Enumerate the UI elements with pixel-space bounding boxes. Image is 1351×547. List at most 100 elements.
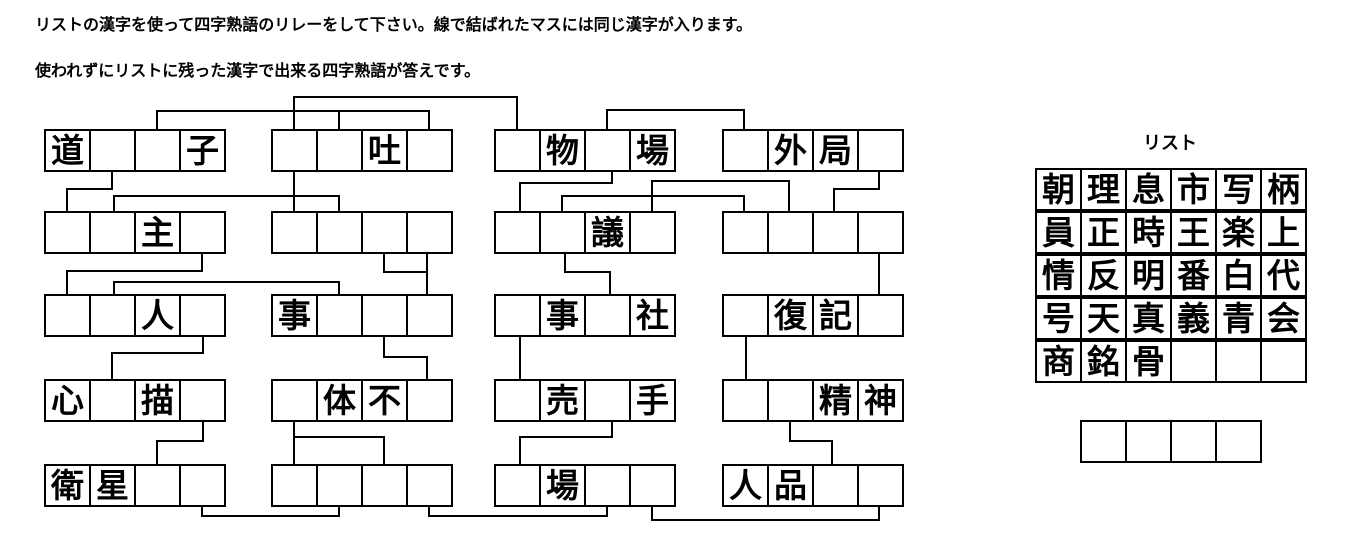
puzzle-cell-r1g1c4[interactable]: 子 <box>179 129 226 172</box>
puzzle-cell-r2g4c3[interactable] <box>812 211 859 254</box>
answer-cell-3[interactable] <box>1170 420 1217 463</box>
puzzle-cell-r4g4c4[interactable]: 神 <box>857 379 904 422</box>
puzzle-cell-r1g3c2[interactable]: 物 <box>539 129 586 172</box>
list-cell-r4c1: 号 <box>1035 297 1082 340</box>
puzzle-cell-r3g4c1[interactable] <box>722 294 769 337</box>
puzzle-cell-r5g1c1[interactable]: 衛 <box>44 464 91 507</box>
puzzle-cell-r4g3c2[interactable]: 売 <box>539 379 586 422</box>
puzzle-cell-r3g3c4[interactable]: 社 <box>629 294 676 337</box>
puzzle-cell-r1g1c1[interactable]: 道 <box>44 129 91 172</box>
puzzle-cell-r3g4c4[interactable] <box>857 294 904 337</box>
puzzle-cell-r1g1c3[interactable] <box>134 129 181 172</box>
puzzle-cell-r2g1c1[interactable] <box>44 211 91 254</box>
puzzle-cell-r3g3c3[interactable] <box>584 294 631 337</box>
puzzle-cell-r4g2c4[interactable] <box>406 379 453 422</box>
puzzle-cell-r2g1c3[interactable]: 主 <box>134 211 181 254</box>
puzzle-cell-r5g4c3[interactable] <box>812 464 859 507</box>
puzzle-cell-r5g3c4[interactable] <box>629 464 676 507</box>
puzzle-cell-r3g4c3[interactable]: 記 <box>812 294 859 337</box>
puzzle-cell-r3g1c1[interactable] <box>44 294 91 337</box>
puzzle-cell-r3g2c3[interactable] <box>361 294 408 337</box>
puzzle-cell-r4g4c2[interactable] <box>767 379 814 422</box>
puzzle-cell-r5g4c1[interactable]: 人 <box>722 464 769 507</box>
answer-cell-2[interactable] <box>1125 420 1172 463</box>
puzzle-cell-r4g4c3[interactable]: 精 <box>812 379 859 422</box>
puzzle-cell-r4g2c2[interactable]: 体 <box>316 379 363 422</box>
puzzle-cell-r3g2c4[interactable] <box>406 294 453 337</box>
puzzle-cell-r5g2c2[interactable] <box>316 464 363 507</box>
puzzle-cell-r4g1c4[interactable] <box>179 379 226 422</box>
puzzle-cell-r4g1c3[interactable]: 描 <box>134 379 181 422</box>
puzzle-cell-r4g1c2[interactable] <box>89 379 136 422</box>
puzzle-cell-r5g3c3[interactable] <box>584 464 631 507</box>
puzzle-cell-r2g3c2[interactable] <box>539 211 586 254</box>
puzzle-cell-r5g1c4[interactable] <box>179 464 226 507</box>
puzzle-cell-r4g1c1[interactable]: 心 <box>44 379 91 422</box>
puzzle-cell-r3g3c2[interactable]: 事 <box>539 294 586 337</box>
puzzle-cell-r2g1c2[interactable] <box>89 211 136 254</box>
puzzle-cell-r5g3c2[interactable]: 場 <box>539 464 586 507</box>
connection-r4g2c1-r5g2c3 <box>294 436 385 464</box>
puzzle-cell-r5g2c4[interactable] <box>406 464 453 507</box>
puzzle-cell-r3g4c2[interactable]: 復 <box>767 294 814 337</box>
connection-r4g4c2-r5g4c3 <box>789 422 833 464</box>
list-cell-r4c4: 義 <box>1170 297 1217 340</box>
puzzle-cell-r2g3c1[interactable] <box>494 211 541 254</box>
puzzle-cell-r3g3c1[interactable] <box>494 294 541 337</box>
puzzle-cell-r1g4c2[interactable]: 外 <box>767 129 814 172</box>
puzzle-cell-r2g2c2[interactable] <box>316 211 363 254</box>
puzzle-cell-r1g4c4[interactable] <box>857 129 904 172</box>
list-cell-r1c3: 息 <box>1125 168 1172 211</box>
connection-r3g1c4-r4g1c2 <box>111 337 204 379</box>
puzzle-cell-r2g2c1[interactable] <box>271 211 318 254</box>
puzzle-cell-r1g2c3[interactable]: 吐 <box>361 129 408 172</box>
connection-r5g2c4-r5g3c3 <box>428 507 608 517</box>
puzzle-cell-r1g3c1[interactable] <box>494 129 541 172</box>
puzzle-cell-r1g1c2[interactable] <box>89 129 136 172</box>
puzzle-cell-r1g4c3[interactable]: 局 <box>812 129 859 172</box>
list-title: リスト <box>1143 133 1197 154</box>
list-cell-r4c5: 青 <box>1215 297 1262 340</box>
puzzle-cell-r2g2c3[interactable] <box>361 211 408 254</box>
puzzle-cell-r3g1c3[interactable]: 人 <box>134 294 181 337</box>
puzzle-cell-r4g4c1[interactable] <box>722 379 769 422</box>
list-cell-r1c1: 朝 <box>1035 168 1082 211</box>
puzzle-cell-r3g1c2[interactable] <box>89 294 136 337</box>
puzzle-cell-r5g4c4[interactable] <box>857 464 904 507</box>
puzzle-cell-r4g3c4[interactable]: 手 <box>629 379 676 422</box>
puzzle-cell-r5g1c3[interactable] <box>134 464 181 507</box>
puzzle-cell-r1g2c2[interactable] <box>316 129 363 172</box>
connection-r2g3c4-r2g4c2 <box>651 180 790 211</box>
puzzle-cell-r5g1c2[interactable]: 星 <box>89 464 136 507</box>
puzzle-cell-r2g4c2[interactable] <box>767 211 814 254</box>
list-cell-r4c2: 天 <box>1080 297 1127 340</box>
puzzle-cell-r5g3c1[interactable] <box>494 464 541 507</box>
puzzle-cell-r5g2c1[interactable] <box>271 464 318 507</box>
puzzle-cell-r2g2c4[interactable] <box>406 211 453 254</box>
list-cell-r3c5: 白 <box>1215 254 1262 297</box>
puzzle-cell-r2g1c4[interactable] <box>179 211 226 254</box>
puzzle-cell-r1g2c1[interactable] <box>271 129 318 172</box>
puzzle-cell-r3g2c1[interactable]: 事 <box>271 294 318 337</box>
puzzle-cell-r1g3c3[interactable] <box>584 129 631 172</box>
puzzle-cell-r1g3c4[interactable]: 場 <box>629 129 676 172</box>
connection-r4g3c3-r5g3c1 <box>519 422 613 464</box>
puzzle-cell-r5g4c2[interactable]: 品 <box>767 464 814 507</box>
puzzle-cell-r4g3c1[interactable] <box>494 379 541 422</box>
connection-r1g1c2-r2g1c1 <box>66 172 113 211</box>
puzzle-cell-r4g2c1[interactable] <box>271 379 318 422</box>
puzzle-cell-r4g3c3[interactable] <box>584 379 631 422</box>
puzzle-cell-r1g2c4[interactable] <box>406 129 453 172</box>
puzzle-cell-r3g1c4[interactable] <box>179 294 226 337</box>
puzzle-cell-r2g4c1[interactable] <box>722 211 769 254</box>
puzzle-cell-r2g4c4[interactable] <box>857 211 904 254</box>
answer-cell-4[interactable] <box>1215 420 1262 463</box>
answer-cell-1[interactable] <box>1080 420 1127 463</box>
puzzle-cell-r4g2c3[interactable]: 不 <box>361 379 408 422</box>
puzzle-cell-r5g2c3[interactable] <box>361 464 408 507</box>
puzzle-cell-r3g2c2[interactable] <box>316 294 363 337</box>
puzzle-cell-r1g4c1[interactable] <box>722 129 769 172</box>
list-cell-r2c5: 楽 <box>1215 211 1262 254</box>
puzzle-cell-r2g3c3[interactable]: 議 <box>584 211 631 254</box>
puzzle-cell-r2g3c4[interactable] <box>629 211 676 254</box>
